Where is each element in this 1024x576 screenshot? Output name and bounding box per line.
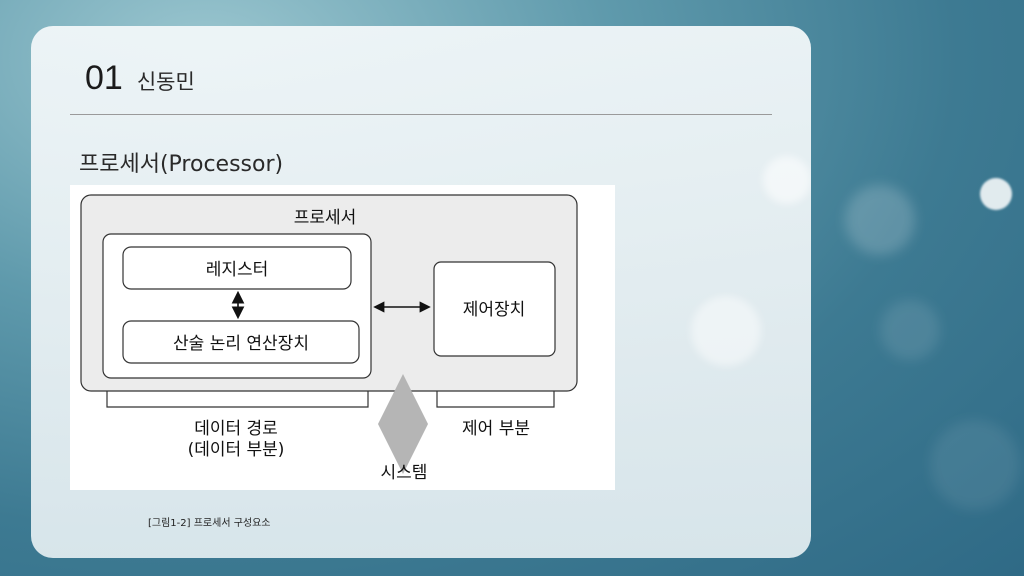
control-unit-label: 제어장치 (463, 300, 526, 320)
register-label: 레지스터 (206, 260, 269, 280)
figure-caption: [그림1-2] 프로세서 구성요소 (148, 518, 271, 529)
background-bokeh (880, 300, 940, 360)
alu-label: 산술 논리 연산장치 (173, 334, 309, 354)
slide-title: 01 신동민 (85, 59, 195, 98)
processor-label: 프로세서 (294, 208, 357, 228)
datapath-label-line1: 데이터 경로 (194, 419, 278, 439)
slide-subtitle: 프로세서(Processor) (79, 152, 284, 177)
title-divider (70, 114, 772, 115)
author-name: 신동민 (136, 70, 195, 94)
background-bokeh (845, 185, 915, 255)
datapath-bracket (106, 391, 369, 408)
system-label: 시스템 (381, 463, 428, 483)
background-bokeh (930, 420, 1020, 510)
control-part-label: 제어 부분 (462, 419, 530, 439)
register-box (122, 246, 352, 290)
slide-number: 01 (85, 59, 123, 97)
background-bokeh (980, 178, 1012, 210)
slide-bokeh (691, 296, 761, 366)
slide-panel: 01 신동민 프로세서(Processor) 프로세서 (31, 26, 811, 558)
control-unit-box (433, 261, 556, 357)
datapath-label-line2: (데이터 부분) (188, 440, 285, 460)
processor-diagram: 프로세서 레지스터 산술 논리 연산장치 제어장치 데이터 경로 (데이터 부분… (70, 185, 615, 490)
alu-box (122, 320, 360, 364)
slide-bokeh (763, 156, 811, 204)
control-part-bracket (436, 391, 555, 408)
